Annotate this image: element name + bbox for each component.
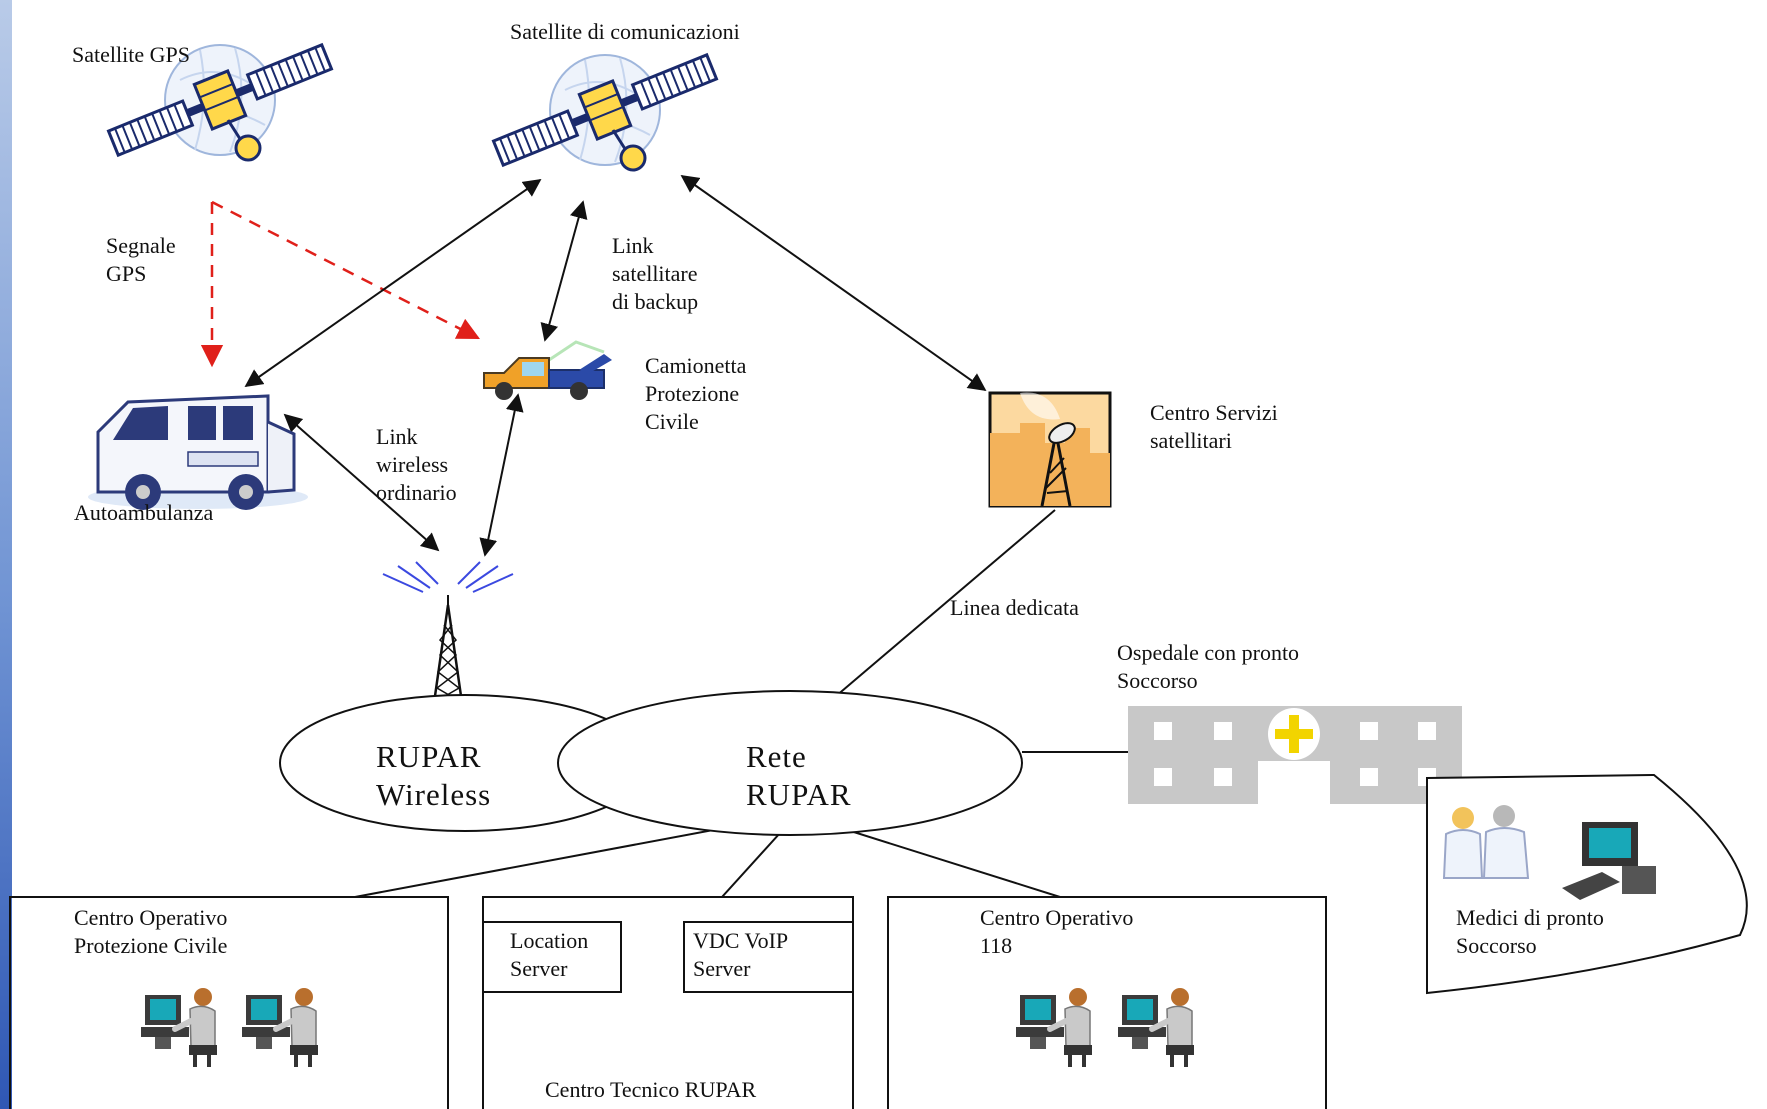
centro-tecnico-box: [482, 896, 854, 1109]
comm-satellite-icon: [487, 43, 723, 177]
computer-icon: [1562, 822, 1656, 900]
operator-workstation-icon: [1016, 988, 1092, 1067]
centro-pc-box: [9, 896, 449, 1109]
centro-118-label: Centro Operativo 118: [980, 905, 1134, 958]
gps-satellite-label: Satellite GPS: [72, 42, 190, 67]
centro-118-box: [887, 896, 1327, 1109]
dedicated-line-label: Linea dedicata: [950, 595, 1079, 620]
satellite-center-label: Centro Servizi satellitari: [1150, 400, 1278, 453]
doctors-icon: [1442, 805, 1530, 879]
rete-rupar-cloud: [557, 690, 1023, 836]
centro-pc-label: Centro Operativo Protezione Civile: [74, 905, 228, 958]
location-server-label: Location Server: [510, 928, 589, 981]
medici-label: Medici di pronto Soccorso: [1456, 905, 1604, 958]
left-gradient-bar: [0, 0, 12, 1109]
gps-signal-arrows: [200, 200, 481, 368]
wireless-link-label: Link wireless ordinario: [376, 424, 457, 505]
operator-workstation-icon: [141, 988, 217, 1067]
operator-workstation-icon: [242, 988, 318, 1067]
centro-tecnico-label: Centro Tecnico RUPAR: [545, 1077, 757, 1102]
truck-icon: [483, 340, 612, 400]
operator-workstation-icon: [1118, 988, 1194, 1067]
satellite-dish-building-icon: [988, 391, 1112, 508]
rete-rupar-label: Rete RUPAR: [746, 739, 852, 812]
rupar-wireless-label: RUPAR Wireless: [376, 739, 492, 812]
truck-label: Camionetta Protezione Civile: [645, 353, 747, 434]
vdc-voip-server-label: VDC VoIP Server: [693, 928, 789, 981]
hospital-label: Ospedale con pronto Soccorso: [1117, 640, 1300, 693]
antenna-tower-icon: [382, 561, 514, 705]
comm-satellite-label: Satellite di comunicazioni: [510, 19, 740, 44]
ambulance-icon: [88, 394, 308, 510]
ambulance-label: Autoambulanza: [74, 500, 214, 525]
gps-signal-label: Segnale GPS: [106, 233, 176, 286]
hospital-icon: [1128, 706, 1462, 804]
backup-link-label: Link satellitare di backup: [612, 233, 699, 314]
